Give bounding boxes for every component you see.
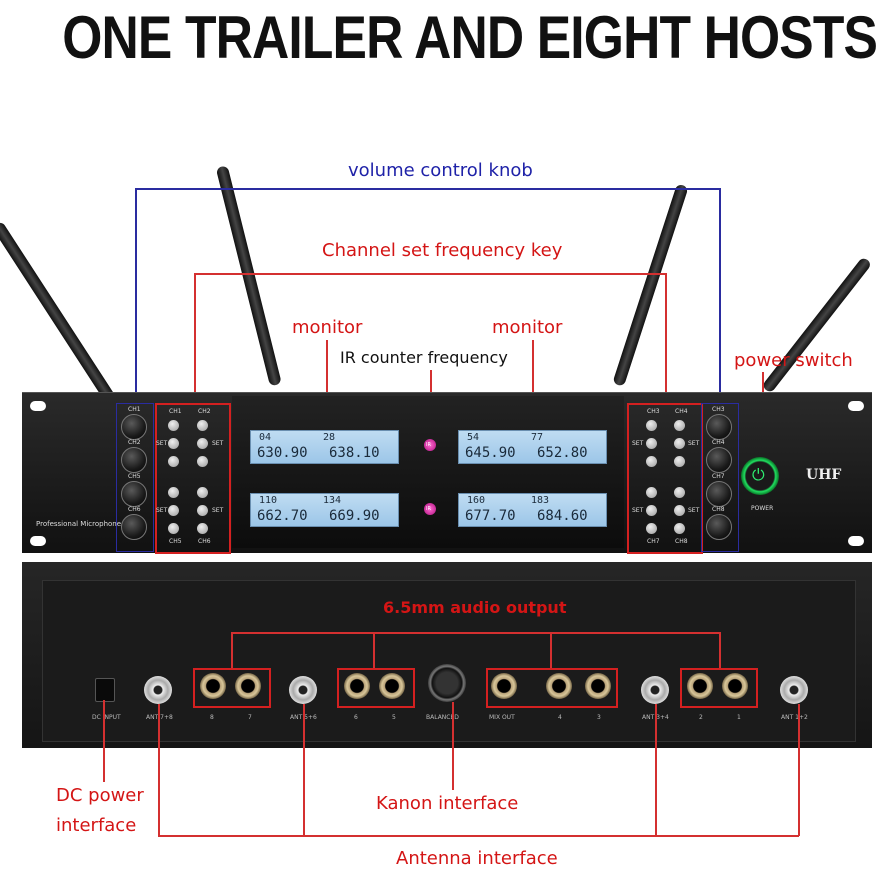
- callout-ir-freq: IR counter frequency: [340, 348, 508, 367]
- dc-input-port[interactable]: [95, 678, 115, 702]
- set-button-ch2[interactable]: [197, 438, 208, 449]
- audio-jack-7[interactable]: [235, 673, 261, 699]
- callout-channel-key: Channel set frequency key: [322, 240, 563, 261]
- up-button-ch4[interactable]: [674, 420, 685, 431]
- set-button-ch8[interactable]: [674, 505, 685, 516]
- down-button-ch1[interactable]: [168, 456, 179, 467]
- volume-knob-ch5[interactable]: [121, 481, 147, 507]
- callout-monitor-left: monitor: [292, 317, 363, 338]
- callout-antenna: Antenna interface: [396, 848, 558, 869]
- down-button-ch4[interactable]: [674, 456, 685, 467]
- audio-jack-8[interactable]: [200, 673, 226, 699]
- up-button-ch2[interactable]: [197, 420, 208, 431]
- up-button-ch5[interactable]: [168, 487, 179, 498]
- volume-knob-ch4[interactable]: [706, 447, 732, 473]
- antenna-port-5-6[interactable]: [289, 676, 317, 704]
- volume-knob-ch3[interactable]: [706, 414, 732, 440]
- volume-knob-ch8[interactable]: [706, 514, 732, 540]
- set-button-ch6[interactable]: [197, 505, 208, 516]
- callout-volume-knob: volume control knob: [348, 160, 533, 181]
- antenna-2: [215, 165, 282, 387]
- antenna-3: [612, 183, 689, 387]
- model-label: Professional Microphone: [36, 520, 122, 528]
- audio-jack-mix-out[interactable]: [491, 673, 517, 699]
- antenna-1: [0, 220, 117, 404]
- set-button-ch1[interactable]: [168, 438, 179, 449]
- audio-jack-3[interactable]: [585, 673, 611, 699]
- power-label: POWER: [751, 505, 774, 512]
- headline: ONE TRAILER AND EIGHT HOSTS: [62, 4, 878, 71]
- antenna-port-7-8[interactable]: [144, 676, 172, 704]
- down-button-ch3[interactable]: [646, 456, 657, 467]
- audio-jack-4[interactable]: [546, 673, 572, 699]
- callout-dc-power-line1: DC power: [56, 785, 144, 806]
- up-button-ch8[interactable]: [674, 487, 685, 498]
- volume-knob-ch2[interactable]: [121, 447, 147, 473]
- volume-knob-ch6[interactable]: [121, 514, 147, 540]
- antenna-port-3-4[interactable]: [641, 676, 669, 704]
- ir-sensor-top: [424, 439, 436, 451]
- xlr-balanced-port[interactable]: [428, 664, 466, 702]
- set-button-ch3[interactable]: [646, 438, 657, 449]
- callout-monitor-right: monitor: [492, 317, 563, 338]
- antenna-port-1-2[interactable]: [780, 676, 808, 704]
- volume-knob-ch1[interactable]: [121, 414, 147, 440]
- up-button-ch1[interactable]: [168, 420, 179, 431]
- set-button-ch5[interactable]: [168, 505, 179, 516]
- up-button-ch3[interactable]: [646, 420, 657, 431]
- ir-sensor-bottom: [424, 503, 436, 515]
- down-button-ch6[interactable]: [197, 523, 208, 534]
- set-button-ch7[interactable]: [646, 505, 657, 516]
- callout-dc-power-line2: interface: [56, 815, 137, 836]
- down-button-ch7[interactable]: [646, 523, 657, 534]
- audio-jack-6[interactable]: [344, 673, 370, 699]
- antenna-4: [761, 256, 873, 394]
- audio-jack-1[interactable]: [722, 673, 748, 699]
- audio-jack-2[interactable]: [687, 673, 713, 699]
- set-button-ch4[interactable]: [674, 438, 685, 449]
- up-button-ch7[interactable]: [646, 487, 657, 498]
- volume-knob-ch7[interactable]: [706, 481, 732, 507]
- callout-audio-output: 6.5mm audio output: [383, 598, 567, 617]
- down-button-ch8[interactable]: [674, 523, 685, 534]
- up-button-ch6[interactable]: [197, 487, 208, 498]
- power-icon: ⏻: [752, 465, 765, 484]
- down-button-ch5[interactable]: [168, 523, 179, 534]
- callout-power-switch: power switch: [734, 350, 853, 371]
- power-button[interactable]: ⏻: [741, 457, 779, 495]
- brand-logo: UHF: [806, 467, 842, 483]
- callout-kanon: Kanon interface: [376, 793, 519, 814]
- down-button-ch2[interactable]: [197, 456, 208, 467]
- audio-jack-5[interactable]: [379, 673, 405, 699]
